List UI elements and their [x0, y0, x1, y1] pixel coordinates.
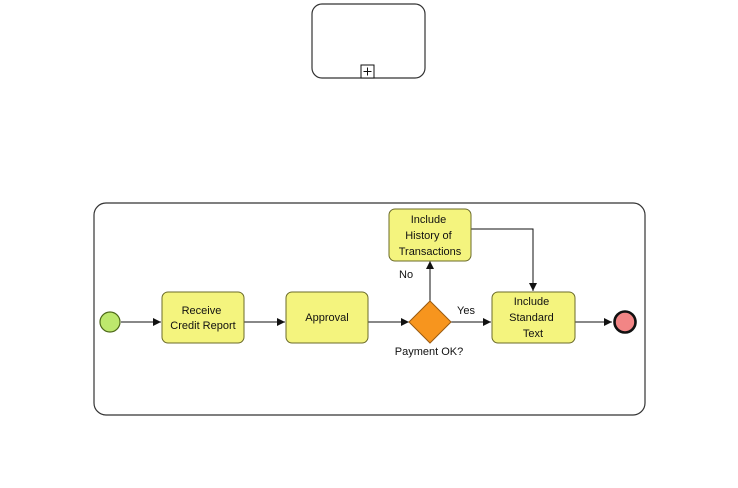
gateway-label: Payment OK?: [395, 346, 463, 358]
start-event[interactable]: [100, 312, 120, 332]
task-label-line: Include: [514, 296, 549, 308]
flow-label-no: No: [399, 269, 413, 281]
task-label-line: Text: [523, 328, 543, 340]
task-receive-credit-report[interactable]: Receive Credit Report: [162, 292, 244, 343]
task-include-standard-text[interactable]: Include Standard Text: [492, 292, 575, 343]
task-label-line: Approval: [305, 312, 348, 324]
collapsed-subprocess[interactable]: [312, 4, 425, 78]
flow-label-yes: Yes: [457, 305, 475, 317]
task-include-history[interactable]: Include History of Transactions: [389, 209, 471, 261]
task-label-line: Standard: [509, 312, 554, 324]
end-event[interactable]: [615, 312, 636, 333]
svg-text:Approval: Approval: [305, 312, 348, 324]
task-label-line: Receive: [182, 305, 222, 317]
task-label-line: Include: [411, 214, 446, 226]
task-label-line: History of: [405, 230, 452, 242]
plus-box-icon: [361, 65, 374, 78]
task-label-line: Transactions: [399, 246, 462, 258]
task-label-line: Credit Report: [170, 320, 235, 332]
task-approval[interactable]: Approval: [286, 292, 368, 343]
